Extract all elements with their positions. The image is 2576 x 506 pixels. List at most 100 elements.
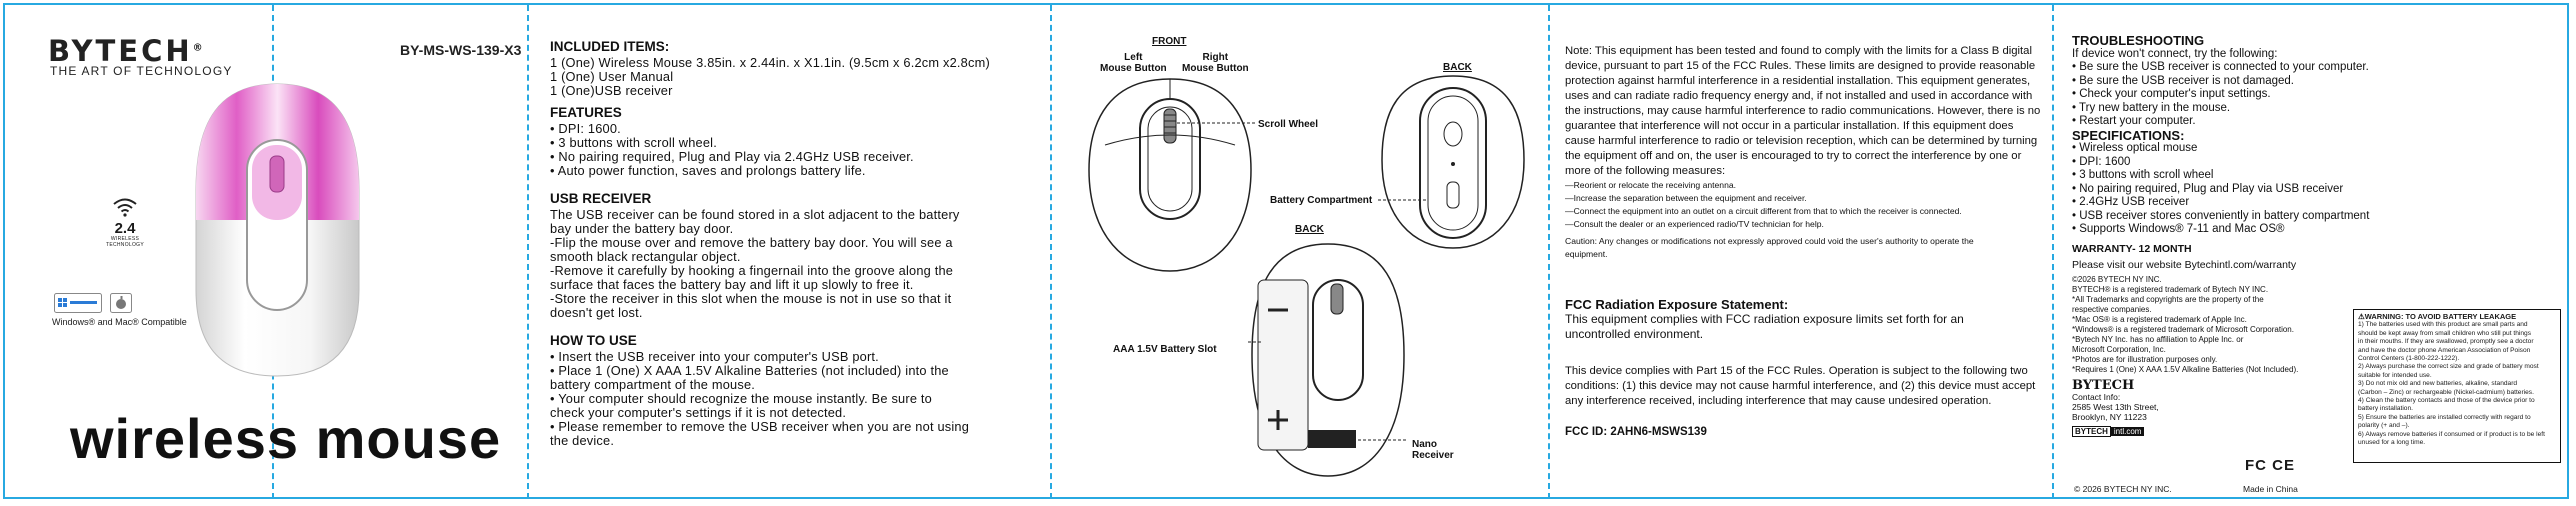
sku-code: BY-MS-WS-139-X3	[400, 42, 522, 58]
warranty-website: Please visit our website Bytechintl.com/…	[2072, 259, 2297, 271]
note-line: guarantee that interference will not occ…	[1565, 120, 2014, 132]
usb-line: bay under the battery bay door.	[550, 221, 734, 236]
spec-line: • No pairing required, Plug and Play via…	[2072, 182, 2344, 195]
wireless-badge: 2.4 WIRELESS TECHNOLOGY	[98, 197, 152, 248]
included-item: 1 (One) User Manual	[550, 69, 674, 84]
usb-line: -Flip the mouse over and remove the batt…	[550, 235, 953, 250]
contact-line: Brooklyn, NY 11223	[2072, 412, 2147, 422]
fcc-ce-marks: FC CE	[2245, 457, 2295, 474]
howto-line: • Place 1 (One) X AAA 1.5V Alkaline Batt…	[550, 363, 949, 378]
legal-line: *Mac OS® is a registered trademark of Ap…	[2072, 314, 2247, 324]
usb-line: smooth black rectangular object.	[550, 249, 741, 264]
note-line: the equipment off and on, the user is en…	[1565, 150, 2022, 162]
fcc-exposure-title: FCC Radiation Exposure Statement:	[1565, 297, 1789, 312]
warning-line: in their mouths. If they are swallowed, …	[2358, 338, 2534, 346]
usb-title: USB RECEIVER	[550, 191, 652, 206]
legal-line: *All Trademarks and copyrights are the p…	[2072, 294, 2264, 304]
apple-icon	[110, 293, 133, 313]
usb-line: surface that faces the battery bay and l…	[550, 277, 914, 292]
warning-line: 2) Always purchase the correct size and …	[2358, 363, 2539, 371]
legal-line: *Windows® is a registered trademark of M…	[2072, 324, 2294, 334]
legal-line: respective companies.	[2072, 304, 2152, 314]
feature-item: • Auto power function, saves and prolong…	[550, 163, 866, 178]
spec-line: • USB receiver stores conveniently in ba…	[2072, 209, 2370, 222]
warning-line: (Carbon – Zinc) or rechargeable (Nickel-…	[2358, 388, 2534, 396]
mouse-diagram-front	[1088, 78, 1255, 272]
fold-line-3	[1050, 5, 1052, 499]
spec-line: • Supports Windows® 7-11 and Mac OS®	[2072, 223, 2285, 235]
wifi-frequency: 2.4	[114, 220, 136, 237]
warning-line: polarity (+ and –).	[2358, 422, 2410, 430]
fcc-exposure-line: uncontrolled environment.	[1565, 327, 1704, 341]
part15-line: any interference received, including int…	[1565, 395, 1992, 407]
spec-line: • 3 buttons with scroll wheel	[2072, 169, 2214, 181]
fold-line-4	[1548, 5, 1550, 499]
front-label: FRONT	[1152, 36, 1187, 47]
features-title: FEATURES	[550, 105, 622, 120]
fcc-id: FCC ID: 2AHN6-MSWS139	[1565, 426, 1707, 438]
brand-tagline: THE ART OF TECHNOLOGY	[50, 64, 233, 78]
fcc-panel: Note: This equipment has been tested and…	[1565, 44, 2045, 440]
measure-line: —Consult the dealer or an experienced ra…	[1565, 219, 1824, 229]
howto-line: battery compartment of the mouse.	[550, 377, 756, 392]
warning-line: 6) Always remove batteries if consumed o…	[2358, 430, 2545, 438]
mouse-diagram-back	[1378, 75, 1525, 249]
copyright: © 2026 BYTECH NY INC.	[2074, 484, 2172, 494]
part15-line: This device complies with Part 15 of the…	[1565, 365, 2028, 377]
note-line: protection against harmful interference …	[1565, 75, 2031, 87]
battery-slot-label: AAA 1.5V Battery Slot	[1113, 344, 1217, 355]
warning-line: 4) Clean the battery contacts and those …	[2358, 397, 2535, 405]
mouse-product-image	[195, 83, 360, 377]
usb-line: The USB receiver can be found stored in …	[550, 207, 960, 222]
back-bottom-label: BACK	[1295, 224, 1324, 235]
howto-line: the device.	[550, 433, 615, 448]
windows-icon	[54, 293, 102, 313]
fcc-exposure-line: This equipment complies with FCC radiati…	[1565, 312, 1964, 326]
spec-line: • DPI: 1600	[2072, 155, 2131, 168]
included-item: 1 (One)USB receiver	[550, 83, 673, 98]
measure-line: —Connect the equipment into an outlet on…	[1565, 206, 1962, 216]
note-line: the instructions, may cause harmful inte…	[1565, 105, 2041, 117]
wifi-icon	[113, 198, 137, 217]
legal-line: ©2026 BYTECH NY INC.	[2072, 274, 2162, 284]
warning-line: suitable for intended use.	[2358, 371, 2432, 379]
battery-warning-box: ⚠WARNING: TO AVOID BATTERY LEAKAGE 1) Th…	[2353, 309, 2561, 463]
measure-line: —Reorient or relocate the receiving ante…	[1565, 180, 1737, 190]
troubleshooting-title: TROUBLESHOOTING	[2072, 33, 2205, 48]
spec-line: • 2.4GHz USB receiver	[2072, 196, 2190, 208]
warning-line: 3) Do not mix old and new batteries, alk…	[2358, 380, 2518, 388]
legal-line: BYTECH® is a registered trademark of Byt…	[2072, 284, 2269, 294]
legal-line: *Photos are for illustration purposes on…	[2072, 354, 2218, 364]
warning-line: battery installation.	[2358, 405, 2413, 413]
contact-line: Contact Info:	[2072, 392, 2121, 402]
legal-line: *Bytech NY Inc. has no affiliation to Ap…	[2072, 334, 2244, 344]
warning-line: and have the doctor phone American Assoc…	[2358, 346, 2531, 354]
warning-line: should be kept away from small children …	[2358, 329, 2531, 337]
usb-line: doesn't get lost.	[550, 305, 643, 320]
fold-line-2	[527, 5, 529, 499]
trouble-line: • Be sure the USB receiver is not damage…	[2072, 74, 2294, 87]
made-in: Made in China	[2243, 484, 2298, 494]
contact-line: 2585 West 13th Street,	[2072, 402, 2159, 412]
company-name: BYTECH	[2072, 377, 2135, 393]
warning-line: 5) Ensure the batteries are installed co…	[2358, 413, 2531, 421]
support-panel: TROUBLESHOOTING If device won't connect,…	[2072, 34, 2402, 439]
note-line: uses and can radiate radio frequency ene…	[1565, 90, 2033, 102]
mouse-diagram-open	[1248, 243, 1408, 477]
part15-line: conditions: (1) this device may not caus…	[1565, 380, 2036, 392]
included-title: INCLUDED ITEMS:	[550, 39, 670, 54]
instructions-panel: INCLUDED ITEMS: 1 (One) Wireless Mouse 3…	[550, 40, 1045, 448]
warning-title: ⚠WARNING: TO AVOID BATTERY LEAKAGE	[2358, 312, 2517, 321]
usb-line: -Store the receiver in this slot when th…	[550, 291, 952, 306]
product-title: wireless mouse	[70, 407, 502, 470]
trouble-line: • Check your computer's input settings.	[2072, 88, 2271, 100]
measure-line: —Increase the separation between the equ…	[1565, 193, 1807, 203]
howto-line: check your computer's settings if it is …	[550, 405, 847, 420]
wifi-caption: WIRELESS TECHNOLOGY	[105, 236, 144, 248]
caution-line: Caution: Any changes or modifications no…	[1565, 236, 1974, 246]
trouble-line: • Try new battery in the mouse.	[2072, 101, 2231, 114]
